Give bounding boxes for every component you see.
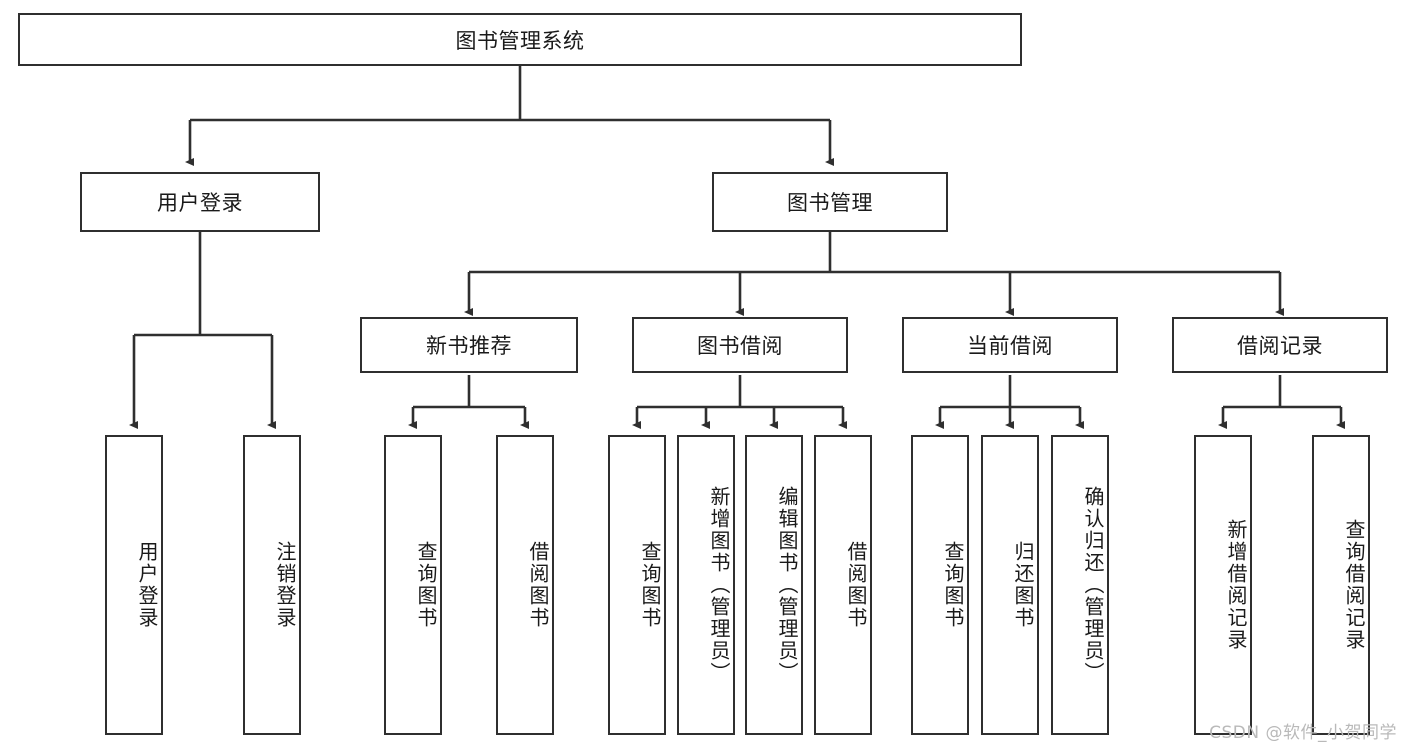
node-label: 查询借阅记录 [1342,519,1366,651]
node-label: 借阅记录 [1237,334,1323,358]
node-label: 用户登录 [157,191,243,215]
node-leaf-borrow-book-1[interactable]: 借阅图书 [496,435,554,735]
watermark-text: CSDN @软件_小贺同学 [1209,723,1397,743]
node-label: 编辑图书（管理员） [775,486,799,684]
node-label: 图书管理 [787,191,873,215]
node-label: 查询图书 [414,541,438,629]
node-label: 用户登录 [135,541,159,629]
node-label: 新增图书（管理员） [707,486,731,684]
node-borrow-record[interactable]: 借阅记录 [1172,317,1388,373]
node-leaf-add-book[interactable]: 新增图书（管理员） [677,435,735,735]
node-label: 新书推荐 [426,334,512,358]
node-label: 确认归还（管理员） [1081,486,1105,684]
node-label: 图书管理系统 [455,28,585,53]
node-label: 归还图书 [1011,541,1035,629]
node-leaf-user-logout[interactable]: 注销登录 [243,435,301,735]
node-leaf-edit-book[interactable]: 编辑图书（管理员） [745,435,803,735]
node-user-login[interactable]: 用户登录 [80,172,320,232]
node-leaf-confirm-return[interactable]: 确认归还（管理员） [1051,435,1109,735]
node-book-management-system[interactable]: 图书管理系统 [18,13,1022,66]
node-leaf-return-book[interactable]: 归还图书 [981,435,1039,735]
node-label: 借阅图书 [526,541,550,629]
node-leaf-query-record[interactable]: 查询借阅记录 [1312,435,1370,735]
node-label: 查询图书 [638,541,662,629]
node-book-borrow[interactable]: 图书借阅 [632,317,848,373]
node-leaf-query-book-3[interactable]: 查询图书 [911,435,969,735]
node-leaf-query-book-2[interactable]: 查询图书 [608,435,666,735]
node-leaf-borrow-book-2[interactable]: 借阅图书 [814,435,872,735]
node-leaf-add-record[interactable]: 新增借阅记录 [1194,435,1252,735]
node-label: 查询图书 [941,541,965,629]
node-leaf-query-book-1[interactable]: 查询图书 [384,435,442,735]
node-current-borrow[interactable]: 当前借阅 [902,317,1118,373]
node-label: 新增借阅记录 [1224,519,1248,651]
node-leaf-user-login[interactable]: 用户登录 [105,435,163,735]
node-label: 注销登录 [273,541,297,629]
node-new-book-recommend[interactable]: 新书推荐 [360,317,578,373]
node-label: 图书借阅 [697,334,783,358]
node-label: 当前借阅 [967,334,1053,358]
node-label: 借阅图书 [844,541,868,629]
node-book-management[interactable]: 图书管理 [712,172,948,232]
